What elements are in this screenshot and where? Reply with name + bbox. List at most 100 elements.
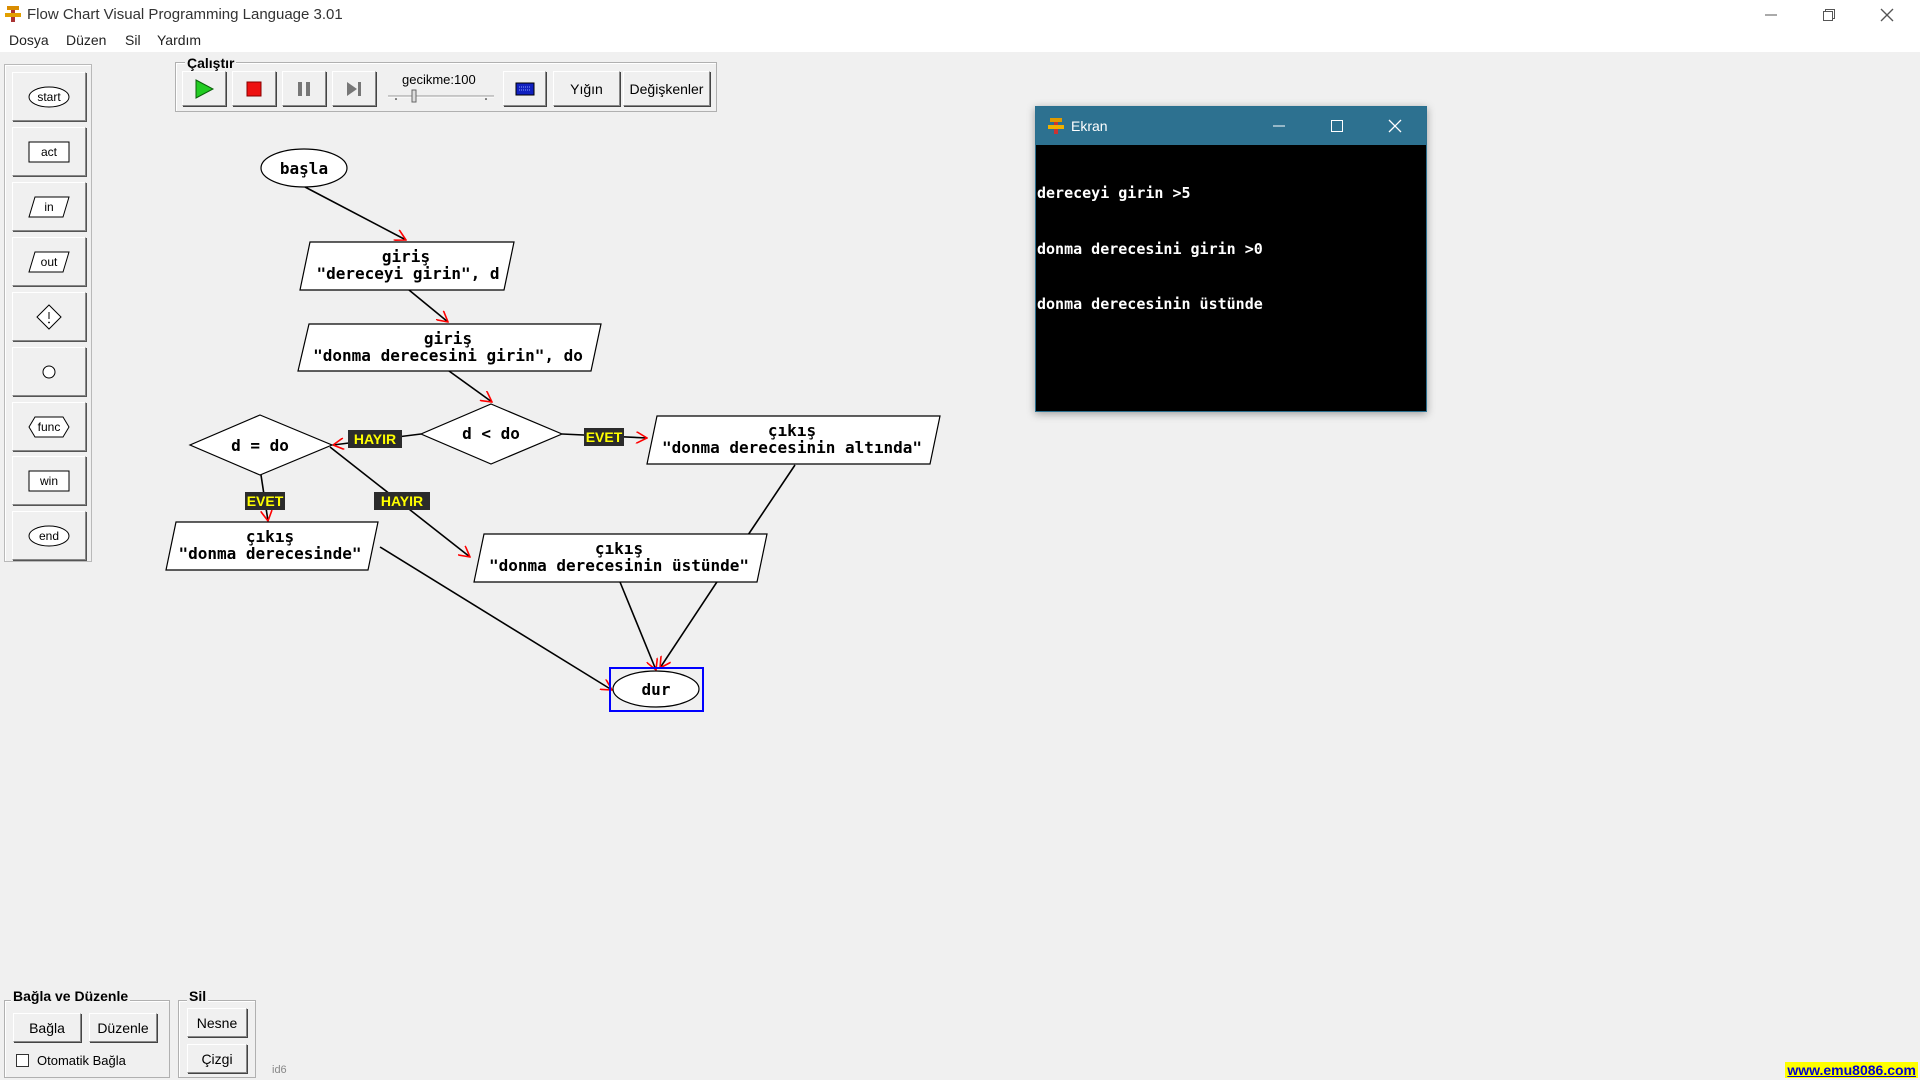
arrange-button[interactable]: Düzenle: [89, 1013, 157, 1042]
palette-end-label: end: [39, 529, 59, 543]
delay-slider-thumb[interactable]: [411, 89, 417, 103]
flowchart-canvas: başla giriş "dereceyi girin", d giriş "d…: [165, 148, 941, 712]
svg-text:HAYIR: HAYIR: [354, 431, 396, 447]
menu-dosya[interactable]: Dosya: [9, 32, 49, 48]
palette-win-label: win: [39, 474, 58, 488]
act-shape-icon: act: [28, 141, 70, 162]
flow-start-node[interactable]: başla: [260, 148, 348, 188]
close-icon: [1388, 119, 1402, 133]
play-icon: [195, 78, 215, 99]
decision-shape-icon: [36, 303, 62, 330]
label-hayir-2: HAYIR: [374, 492, 430, 510]
flow-decision1-node[interactable]: d < do: [419, 403, 564, 465]
flow-input2-line2: "donma derecesini girin", do: [313, 346, 583, 365]
stack-button[interactable]: Yığın: [553, 71, 620, 106]
output-shape-icon: out: [28, 251, 70, 272]
start-shape-icon: start: [28, 86, 70, 107]
flow-end-label: dur: [642, 680, 671, 699]
screen-button[interactable]: [503, 71, 546, 106]
delete-object-button[interactable]: Nesne: [187, 1008, 247, 1037]
flow-output2-node[interactable]: çıkış "donma derecesinde": [165, 521, 379, 571]
flow-output3-line2: "donma derecesinin üstünde": [489, 556, 749, 575]
palette-func-button[interactable]: func: [12, 402, 86, 451]
flow-end-node[interactable]: dur: [609, 667, 704, 712]
palette-connector-button[interactable]: [12, 347, 86, 396]
screen-window-titlebar[interactable]: Ekran: [1036, 107, 1426, 145]
connector-out3-end[interactable]: [619, 581, 656, 670]
svg-text:EVET: EVET: [247, 493, 284, 509]
screen-close-button[interactable]: [1366, 107, 1424, 145]
label-evet-1: EVET: [584, 428, 624, 446]
stop-button[interactable]: [232, 71, 276, 106]
connect-button[interactable]: Bağla: [13, 1013, 81, 1042]
flow-output3-node[interactable]: çıkış "donma derecesinin üstünde": [473, 533, 768, 583]
window-shape-icon: win: [28, 470, 70, 491]
screen-icon: [515, 82, 534, 95]
console-line: dereceyi girin >5: [1037, 184, 1191, 202]
maximize-icon: [1331, 120, 1343, 132]
flow-output1-line2: "donma derecesinin altında": [662, 438, 922, 457]
connector-input2-decision1[interactable]: [448, 370, 492, 402]
restore-icon: [1823, 9, 1835, 21]
flow-output1-node[interactable]: çıkış "donma derecesinin altında": [646, 415, 941, 465]
palette-act-label: act: [41, 145, 58, 159]
palette-out-button[interactable]: out: [12, 237, 86, 286]
palette-start-label: start: [37, 90, 61, 104]
menu-yardim[interactable]: Yardım: [157, 32, 202, 48]
delay-slider[interactable]: [386, 88, 496, 104]
menu-duzen[interactable]: Düzen: [66, 32, 107, 48]
auto-connect-label: Otomatik Bağla: [37, 1053, 126, 1068]
auto-connect-row[interactable]: Otomatik Bağla: [16, 1053, 126, 1068]
auto-connect-checkbox[interactable]: [16, 1054, 29, 1067]
palette-func-label: func: [38, 420, 61, 434]
flow-output2-line1: çıkış: [246, 527, 294, 546]
website-link[interactable]: www.emu8086.com: [1785, 1062, 1918, 1078]
flow-input1-node[interactable]: giriş "dereceyi girin", d: [299, 241, 515, 291]
palette-out-label: out: [41, 255, 58, 269]
step-button[interactable]: [332, 71, 376, 106]
flow-decision2-node[interactable]: d = do: [188, 414, 334, 476]
close-button[interactable]: [1858, 0, 1916, 30]
stop-icon: [246, 81, 262, 96]
step-forward-icon: [347, 81, 361, 96]
delete-group: [178, 1000, 256, 1078]
connector-start-input1[interactable]: [304, 186, 406, 240]
palette-act-button[interactable]: act: [12, 127, 86, 176]
label-evet-2: EVET: [245, 492, 285, 510]
console-output: dereceyi girin >5 donma derecesini girin…: [1036, 147, 1426, 351]
palette-in-label: in: [44, 200, 53, 214]
connector-input1-input2[interactable]: [408, 289, 448, 322]
screen-window[interactable]: Ekran dereceyi girin >5 donma derecesini…: [1035, 106, 1427, 412]
minimize-icon: [1273, 125, 1285, 127]
pause-button[interactable]: [282, 71, 326, 106]
app-icon: [5, 6, 21, 22]
menu-sil[interactable]: Sil: [125, 32, 141, 48]
minimize-button[interactable]: [1742, 0, 1800, 30]
flow-input2-line1: giriş: [424, 329, 472, 348]
flow-input2-node[interactable]: giriş "donma derecesini girin", do: [297, 323, 602, 372]
screen-maximize-button[interactable]: [1308, 107, 1366, 145]
delete-group-label: Sil: [187, 988, 209, 1004]
palette-win-button[interactable]: win: [12, 456, 86, 505]
input-shape-icon: in: [28, 196, 70, 217]
flow-decision1-label: d < do: [462, 424, 520, 443]
pause-icon: [298, 81, 310, 96]
palette-decision-button[interactable]: [12, 292, 86, 341]
palette-end-button[interactable]: end: [12, 511, 86, 560]
run-group-label: Çalıştır: [185, 55, 237, 71]
close-icon: [1880, 8, 1894, 22]
screen-minimize-button[interactable]: [1250, 107, 1308, 145]
variables-button[interactable]: Değişkenler: [623, 71, 710, 106]
flow-decision2-label: d = do: [231, 436, 289, 455]
connector-out2-end[interactable]: [379, 546, 612, 690]
flow-start-label: başla: [280, 159, 328, 178]
palette-in-button[interactable]: in: [12, 182, 86, 231]
restore-button[interactable]: [1800, 0, 1858, 30]
run-button[interactable]: [182, 71, 226, 106]
delete-line-button[interactable]: Çizgi: [187, 1044, 247, 1073]
shape-palette: start act in out func win end: [4, 64, 92, 562]
flow-input1-line1: giriş: [382, 247, 430, 266]
palette-start-button[interactable]: start: [12, 72, 86, 121]
flow-output2-line2: "donma derecesinde": [178, 544, 361, 563]
selected-id: id6: [272, 1064, 287, 1076]
